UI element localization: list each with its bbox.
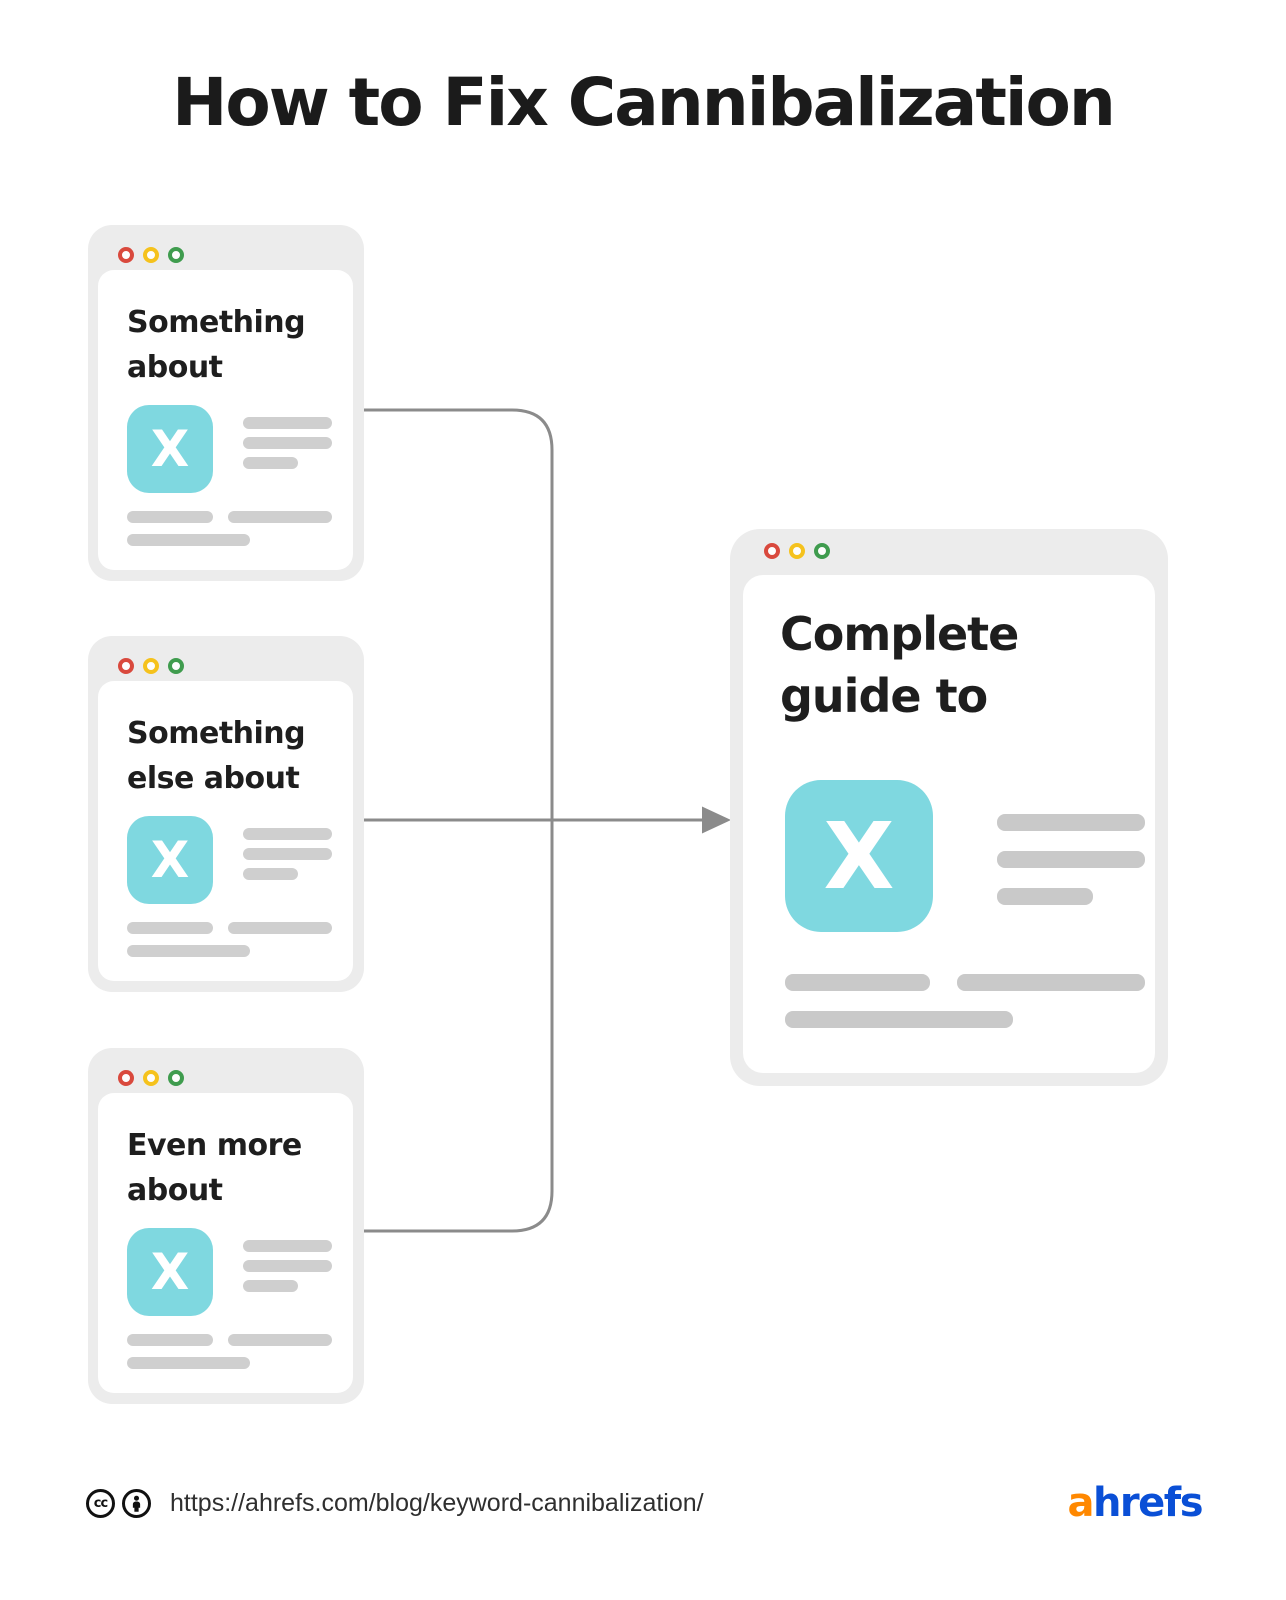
source-page-card-3: Even more about X bbox=[88, 1048, 364, 1404]
page-card-heading: Something about bbox=[127, 300, 306, 390]
yellow-dot-icon bbox=[143, 658, 159, 674]
text-placeholder-line bbox=[243, 868, 298, 880]
heading-line-1: Something bbox=[127, 716, 306, 751]
text-placeholder-line bbox=[785, 1011, 1013, 1028]
window-controls bbox=[118, 1070, 184, 1086]
window-controls bbox=[764, 543, 830, 559]
text-placeholder-line bbox=[127, 922, 213, 934]
window-content: Something else about X bbox=[98, 681, 353, 981]
text-placeholder-line bbox=[243, 1260, 332, 1272]
cc-icon: cc bbox=[86, 1489, 115, 1518]
text-placeholder-line bbox=[243, 848, 332, 860]
heading-line-2: about bbox=[127, 350, 223, 385]
license-attribution-bar: cc https://ahrefs.com/blog/keyword-canni… bbox=[86, 1489, 704, 1518]
text-placeholder-line bbox=[127, 511, 213, 523]
page-card-heading: Something else about bbox=[127, 711, 306, 801]
ahrefs-logo-a: a bbox=[1067, 1480, 1094, 1526]
topic-letter: X bbox=[150, 831, 190, 889]
yellow-dot-icon bbox=[143, 1070, 159, 1086]
heading-line-2: else about bbox=[127, 761, 300, 796]
topic-letter: X bbox=[823, 802, 895, 910]
green-dot-icon bbox=[168, 247, 184, 263]
text-placeholder-line bbox=[243, 437, 332, 449]
window-controls bbox=[118, 247, 184, 263]
source-page-card-1: Something about X bbox=[88, 225, 364, 581]
window-content: Complete guide to X bbox=[743, 575, 1155, 1073]
ahrefs-logo: ahrefs bbox=[1067, 1480, 1204, 1526]
topic-x-tile: X bbox=[127, 405, 213, 493]
red-dot-icon bbox=[764, 543, 780, 559]
ahrefs-logo-hrefs: hrefs bbox=[1092, 1480, 1204, 1526]
heading-line-2: about bbox=[127, 1173, 223, 1208]
text-placeholder-line bbox=[228, 1334, 332, 1346]
topic-x-tile: X bbox=[127, 816, 213, 904]
text-placeholder-line bbox=[127, 1334, 213, 1346]
topic-x-tile: X bbox=[785, 780, 933, 932]
text-placeholder-line bbox=[243, 417, 332, 429]
text-placeholder-line bbox=[228, 511, 332, 523]
topic-letter: X bbox=[150, 420, 190, 478]
text-placeholder-line bbox=[997, 851, 1145, 868]
text-placeholder-line bbox=[127, 1357, 250, 1369]
text-placeholder-line bbox=[127, 534, 250, 546]
heading-line-1: Complete bbox=[780, 607, 1019, 661]
source-page-card-2: Something else about X bbox=[88, 636, 364, 992]
green-dot-icon bbox=[168, 658, 184, 674]
red-dot-icon bbox=[118, 1070, 134, 1086]
text-placeholder-line bbox=[997, 814, 1145, 831]
text-placeholder-line bbox=[243, 457, 298, 469]
result-page-card: Complete guide to X bbox=[730, 529, 1168, 1086]
window-content: Something about X bbox=[98, 270, 353, 570]
topic-x-tile: X bbox=[127, 1228, 213, 1316]
text-placeholder-line bbox=[243, 1240, 332, 1252]
page-card-heading: Complete guide to bbox=[780, 603, 1019, 727]
text-placeholder-line bbox=[957, 974, 1145, 991]
source-url: https://ahrefs.com/blog/keyword-cannibal… bbox=[170, 1489, 704, 1517]
infographic-title: How to Fix Cannibalization bbox=[172, 64, 1116, 141]
text-placeholder-group bbox=[243, 417, 332, 469]
heading-line-1: Even more bbox=[127, 1128, 302, 1163]
paragraph-placeholder-group bbox=[127, 922, 332, 957]
paragraph-placeholder-group bbox=[127, 511, 332, 546]
text-placeholder-line bbox=[997, 888, 1093, 905]
red-dot-icon bbox=[118, 247, 134, 263]
text-placeholder-line bbox=[228, 922, 332, 934]
topic-letter: X bbox=[150, 1243, 190, 1301]
yellow-dot-icon bbox=[789, 543, 805, 559]
paragraph-placeholder-group bbox=[127, 1334, 332, 1369]
heading-line-1: Something bbox=[127, 305, 306, 340]
text-placeholder-group bbox=[997, 814, 1145, 905]
text-placeholder-line bbox=[243, 1280, 298, 1292]
yellow-dot-icon bbox=[143, 247, 159, 263]
page-card-heading: Even more about bbox=[127, 1123, 302, 1213]
text-placeholder-group bbox=[243, 828, 332, 880]
text-placeholder-line bbox=[243, 828, 332, 840]
green-dot-icon bbox=[168, 1070, 184, 1086]
red-dot-icon bbox=[118, 658, 134, 674]
arrow-right-icon bbox=[702, 806, 731, 834]
window-controls bbox=[118, 658, 184, 674]
window-content: Even more about X bbox=[98, 1093, 353, 1393]
green-dot-icon bbox=[814, 543, 830, 559]
heading-line-2: guide to bbox=[780, 669, 988, 723]
text-placeholder-group bbox=[243, 1240, 332, 1292]
text-placeholder-line bbox=[127, 945, 250, 957]
cc-attribution-person-icon bbox=[122, 1489, 151, 1518]
paragraph-placeholder-group bbox=[785, 974, 1145, 1028]
cc-icon-label: cc bbox=[93, 1495, 108, 1511]
text-placeholder-line bbox=[785, 974, 930, 991]
